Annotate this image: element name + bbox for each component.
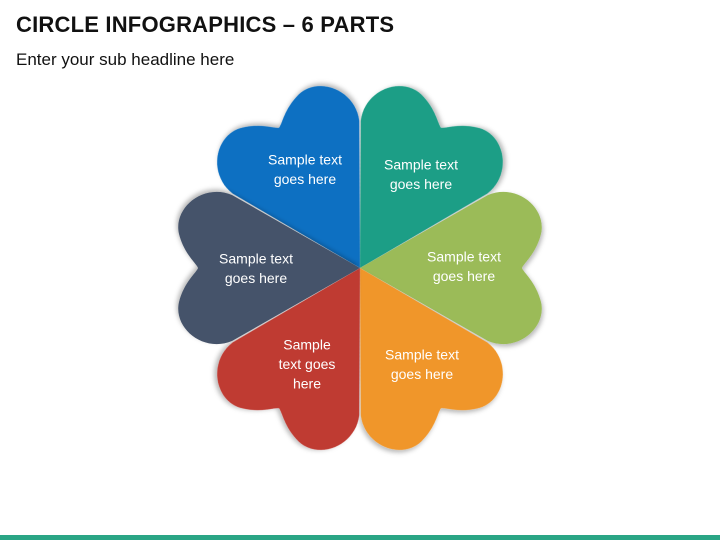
petal-label-line: Sample text [427, 248, 501, 264]
petal-label-top-right: Sample text goes here [384, 156, 458, 192]
petal-label-right: Sample text goes here [427, 248, 501, 284]
petal-label-line: Sample text [268, 151, 342, 167]
petal-label-line: Sample text [384, 156, 458, 172]
petal-label-left: Sample text goes here [219, 250, 293, 286]
petal-top-left [217, 86, 360, 268]
page-subtitle: Enter your sub headline here [16, 50, 235, 69]
petal-label-line: goes here [390, 176, 452, 192]
petal-label-top-left: Sample text goes here [268, 151, 342, 187]
petal-label-line: goes here [391, 366, 453, 382]
petal-bottom-left [217, 268, 360, 450]
petal-top-right [360, 86, 503, 268]
petal-right [360, 191, 542, 345]
petal-label-line: here [293, 376, 321, 392]
petal-label-line: Sample [283, 337, 331, 353]
page-title: CIRCLE INFOGRAPHICS – 6 PARTS [16, 12, 395, 37]
petal-label-line: goes here [274, 171, 336, 187]
footer-bar [0, 535, 720, 540]
petal-label-line: Sample text [385, 346, 459, 362]
petal-label-line: text goes [279, 356, 336, 372]
petal-label-line: goes here [225, 270, 287, 286]
petal-label-line: goes here [433, 268, 495, 284]
petal-left [178, 191, 360, 345]
petal-label-line: Sample text [219, 250, 293, 266]
petal-label-bottom-right: Sample text goes here [385, 346, 459, 382]
petal-bottom-right [360, 268, 503, 450]
petal-label-bottom-left: Sample text goes here [279, 337, 336, 392]
